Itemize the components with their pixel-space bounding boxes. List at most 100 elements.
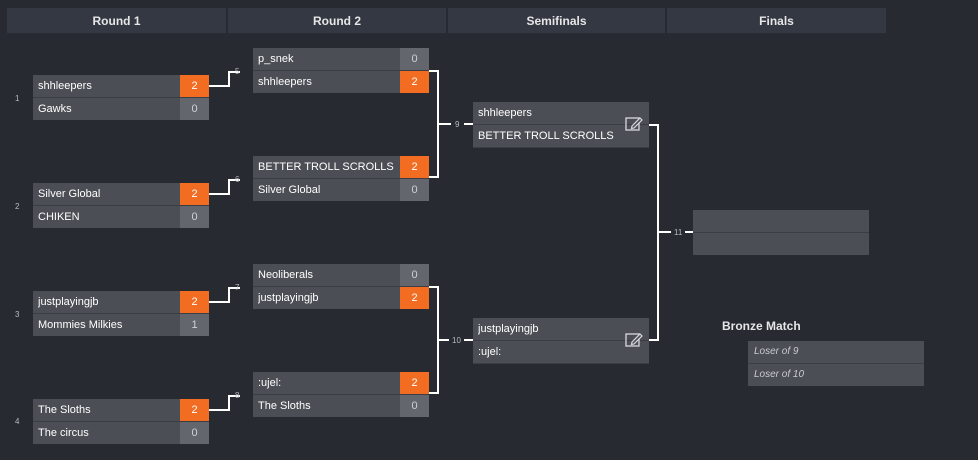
team-name: shhleepers — [478, 107, 532, 119]
connector — [228, 179, 240, 181]
team-slot[interactable]: Loser of 9 — [748, 341, 924, 364]
team-slot[interactable]: The circus 0 — [33, 422, 209, 444]
team-name: CHIKEN — [38, 211, 80, 223]
team-slot[interactable]: :ujel: — [473, 341, 649, 364]
team-name: justplayingjb — [38, 296, 99, 308]
round-header-finals: Finals — [667, 8, 886, 33]
team-score: 2 — [400, 372, 429, 394]
team-slot[interactable]: CHIKEN 0 — [33, 206, 209, 228]
team-name: Mommies Milkies — [38, 319, 123, 331]
connector — [429, 70, 439, 178]
team-slot[interactable] — [693, 233, 869, 255]
pencil-edit-icon[interactable] — [625, 116, 643, 132]
match-semi-9[interactable]: shhleepers BETTER TROLL SCROLLS — [473, 102, 649, 148]
connector — [218, 179, 230, 195]
connector — [659, 231, 671, 233]
bronze-match-title: Bronze Match — [722, 319, 801, 333]
team-slot[interactable] — [693, 210, 869, 233]
connector — [218, 395, 230, 411]
connector — [464, 123, 473, 125]
team-slot[interactable]: shhleepers — [473, 102, 649, 125]
team-slot[interactable]: The Sloths 2 — [33, 399, 209, 422]
round-header-semifinals: Semifinals — [448, 8, 665, 33]
match-number: 6 — [235, 175, 240, 184]
match-number: 9 — [455, 120, 460, 129]
team-name: p_snek — [258, 53, 294, 65]
connector — [228, 287, 240, 289]
team-score: 0 — [180, 98, 209, 120]
match-final-11[interactable] — [693, 210, 869, 255]
match-r1-1[interactable]: shhleepers 2 Gawks 0 — [33, 75, 209, 120]
team-name: BETTER TROLL SCROLLS — [478, 130, 614, 142]
match-r1-4[interactable]: The Sloths 2 The circus 0 — [33, 399, 209, 444]
round-header-1: Round 1 — [7, 8, 226, 33]
placeholder-label: Loser of 9 — [754, 346, 799, 357]
pencil-edit-icon[interactable] — [625, 332, 643, 348]
match-r1-3[interactable]: justplayingjb 2 Mommies Milkies 1 — [33, 291, 209, 336]
team-score: 0 — [400, 395, 429, 417]
match-number: 5 — [235, 67, 240, 76]
team-slot[interactable]: shhleepers 2 — [33, 75, 209, 98]
connector — [218, 71, 230, 87]
team-score: 2 — [180, 399, 209, 421]
team-name: Silver Global — [258, 184, 321, 196]
connector — [439, 123, 451, 125]
seed-label: 3 — [15, 310, 20, 319]
team-score: 2 — [180, 291, 209, 313]
team-slot[interactable]: Gawks 0 — [33, 98, 209, 120]
connector — [218, 287, 230, 303]
team-score: 1 — [180, 314, 209, 336]
team-name: The circus — [38, 427, 89, 439]
team-slot[interactable]: justplayingjb — [473, 318, 649, 341]
team-name: shhleepers — [258, 76, 312, 88]
team-slot[interactable]: Mommies Milkies 1 — [33, 314, 209, 336]
match-number: 11 — [674, 228, 683, 237]
seed-label: 4 — [15, 417, 20, 426]
team-score: 2 — [400, 156, 429, 178]
match-semi-10[interactable]: justplayingjb :ujel: — [473, 318, 649, 364]
team-score: 0 — [180, 422, 209, 444]
match-bronze[interactable]: Loser of 9 Loser of 10 — [748, 341, 924, 386]
team-slot[interactable]: justplayingjb 2 — [33, 291, 209, 314]
seed-label: 2 — [15, 202, 20, 211]
team-score: 0 — [400, 48, 429, 70]
team-score: 0 — [180, 206, 209, 228]
team-name: Gawks — [38, 103, 72, 115]
team-name: shhleepers — [38, 80, 92, 92]
team-score: 0 — [400, 179, 429, 201]
connector — [649, 124, 659, 341]
connector — [209, 409, 220, 411]
team-score: 0 — [400, 264, 429, 286]
match-r2-6[interactable]: BETTER TROLL SCROLLS 2 Silver Global 0 — [253, 156, 429, 201]
team-slot[interactable]: Neoliberals 0 — [253, 264, 429, 287]
connector — [439, 339, 449, 341]
connector — [464, 339, 473, 341]
team-slot[interactable]: Loser of 10 — [748, 364, 924, 386]
team-score: 2 — [180, 75, 209, 97]
team-name: BETTER TROLL SCROLLS — [258, 161, 394, 173]
connector — [228, 71, 240, 73]
round-header-2: Round 2 — [228, 8, 446, 33]
team-name: justplayingjb — [478, 323, 539, 335]
team-slot[interactable]: BETTER TROLL SCROLLS 2 — [253, 156, 429, 179]
match-number: 7 — [235, 283, 240, 292]
connector — [209, 301, 220, 303]
connector — [209, 85, 220, 87]
team-slot[interactable]: Silver Global 0 — [253, 179, 429, 201]
team-score: 2 — [180, 183, 209, 205]
connector — [685, 231, 693, 233]
team-name: The Sloths — [38, 404, 91, 416]
team-name: Neoliberals — [258, 269, 314, 281]
team-slot[interactable]: :ujel:2 — [253, 372, 429, 395]
team-slot[interactable]: p_snek 0 — [253, 48, 429, 71]
team-name: justplayingjb — [258, 292, 319, 304]
team-slot[interactable]: BETTER TROLL SCROLLS — [473, 125, 649, 148]
